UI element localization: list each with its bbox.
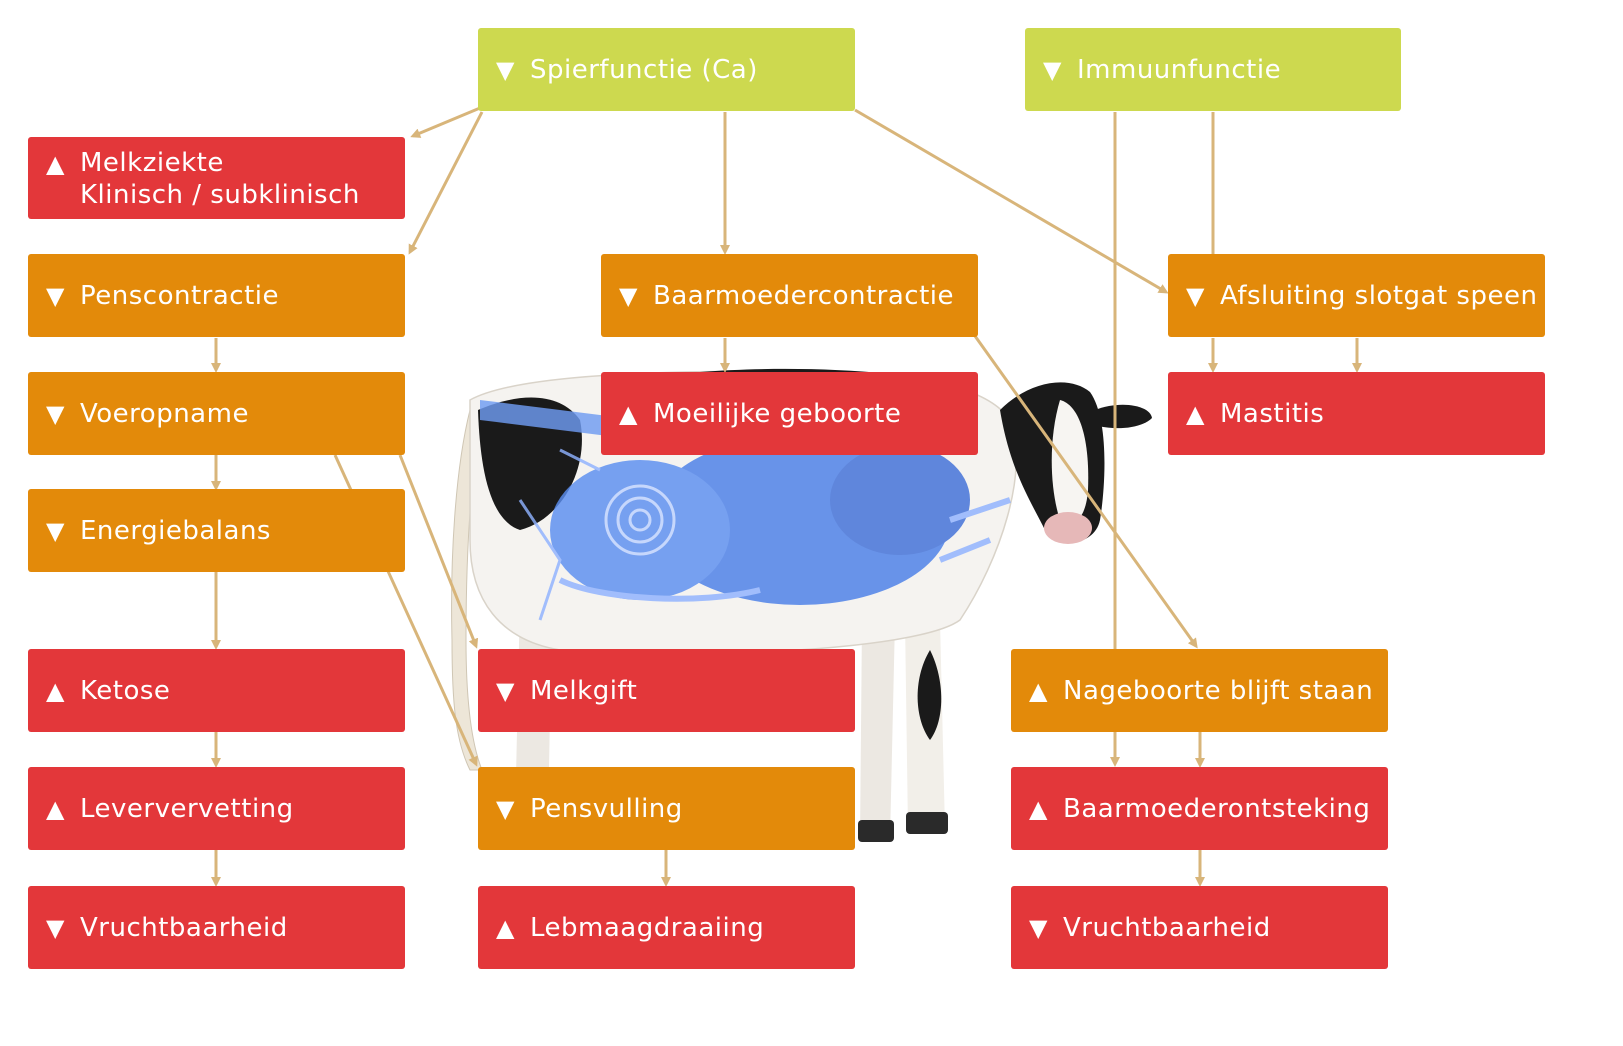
down-arrow-icon: ▼ xyxy=(619,281,638,310)
cow-hoof-2 xyxy=(906,812,948,834)
node-melkgift: ▼ Melkgift xyxy=(478,649,855,732)
down-arrow-icon: ▼ xyxy=(46,913,65,942)
node-afsluiting: ▼ Afsluiting slotgat speen xyxy=(1168,254,1545,337)
cow-face xyxy=(1051,400,1089,524)
node-label: Baarmoederontsteking xyxy=(1063,793,1371,824)
node-label: Penscontractie xyxy=(80,280,279,311)
node-label: Moeilijke geboorte xyxy=(653,398,902,429)
cow-ear xyxy=(1095,404,1152,429)
up-arrow-icon: ▲ xyxy=(46,676,65,705)
node-spierfunctie: ▼ Spierfunctie (Ca) xyxy=(478,28,855,111)
node-label: Voeropname xyxy=(80,398,249,429)
node-label: Spierfunctie (Ca) xyxy=(530,54,758,85)
node-pensvulling: ▼ Pensvulling xyxy=(478,767,855,850)
node-lebmaagdraaiing: ▲ Lebmaagdraaiing xyxy=(478,886,855,969)
down-arrow-icon: ▼ xyxy=(46,281,65,310)
node-label: Melkgift xyxy=(530,675,638,706)
node-label: Ketose xyxy=(80,675,171,706)
node-label: Vruchtbaarheid xyxy=(1063,912,1271,943)
cow-organs xyxy=(480,400,1011,621)
node-immuunfunctie: ▼ Immuunfunctie xyxy=(1025,28,1401,111)
node-label: Immuunfunctie xyxy=(1077,54,1282,85)
node-label: Melkziekte Klinisch / subklinisch xyxy=(80,147,360,211)
down-arrow-icon: ▼ xyxy=(1186,281,1205,310)
node-leververvetting: ▲ Leververvetting xyxy=(28,767,405,850)
node-moeilijke-geboorte: ▲ Moeilijke geboorte xyxy=(601,372,978,455)
node-energiebalans: ▼ Energiebalans xyxy=(28,489,405,572)
down-arrow-icon: ▼ xyxy=(496,676,515,705)
cow-spot-rear xyxy=(478,397,582,530)
node-voeropname: ▼ Voeropname xyxy=(28,372,405,455)
node-ketose: ▲ Ketose xyxy=(28,649,405,732)
down-arrow-icon: ▼ xyxy=(496,794,515,823)
node-nageboorte: ▲ Nageboorte blijft staan xyxy=(1011,649,1388,732)
node-vruchtbaarheid-right: ▼ Vruchtbaarheid xyxy=(1011,886,1388,969)
node-mastitis: ▲ Mastitis xyxy=(1168,372,1545,455)
down-arrow-icon: ▼ xyxy=(496,55,515,84)
down-arrow-icon: ▼ xyxy=(46,399,65,428)
up-arrow-icon: ▲ xyxy=(46,794,65,823)
node-penscontractie: ▼ Penscontractie xyxy=(28,254,405,337)
node-melkziekte: ▲ Melkziekte Klinisch / subklinisch xyxy=(28,137,405,219)
up-arrow-icon: ▲ xyxy=(1029,794,1048,823)
node-label-line-2: Klinisch / subklinisch xyxy=(80,180,360,210)
conn-voer-melkgift xyxy=(398,454,479,649)
up-arrow-icon: ▲ xyxy=(46,150,65,178)
up-arrow-icon: ▲ xyxy=(1186,399,1205,428)
down-arrow-icon: ▼ xyxy=(1043,55,1062,84)
node-label: Baarmoedercontractie xyxy=(653,280,954,311)
up-arrow-icon: ▲ xyxy=(496,913,515,942)
cow-spot-leg xyxy=(917,650,942,740)
down-arrow-icon: ▼ xyxy=(46,516,65,545)
node-label: Pensvulling xyxy=(530,793,683,824)
conn-spier-melkziekte xyxy=(410,106,481,138)
node-label: Leververvetting xyxy=(80,793,294,824)
node-label: Lebmaagdraaiing xyxy=(530,912,765,943)
cow-muzzle xyxy=(1044,512,1092,544)
up-arrow-icon: ▲ xyxy=(1029,676,1048,705)
conn-baarmoeder-nageboorte xyxy=(973,335,1198,649)
conn-spier-pens xyxy=(408,111,484,255)
node-label: Nageboorte blijft staan xyxy=(1063,675,1374,706)
node-baarmoederontsteking: ▲ Baarmoederontsteking xyxy=(1011,767,1388,850)
node-label: Vruchtbaarheid xyxy=(80,912,288,943)
node-label: Afsluiting slotgat speen xyxy=(1220,280,1538,311)
node-label: Energiebalans xyxy=(80,515,271,546)
up-arrow-icon: ▲ xyxy=(619,399,638,428)
cow-hoof-1 xyxy=(858,820,894,842)
down-arrow-icon: ▼ xyxy=(1029,913,1048,942)
node-label-line-1: Melkziekte xyxy=(80,148,224,178)
node-baarmoedercontractie: ▼ Baarmoedercontractie xyxy=(601,254,978,337)
node-vruchtbaarheid-left: ▼ Vruchtbaarheid xyxy=(28,886,405,969)
node-label: Mastitis xyxy=(1220,398,1325,429)
cow-leg-rear2 xyxy=(860,620,895,840)
